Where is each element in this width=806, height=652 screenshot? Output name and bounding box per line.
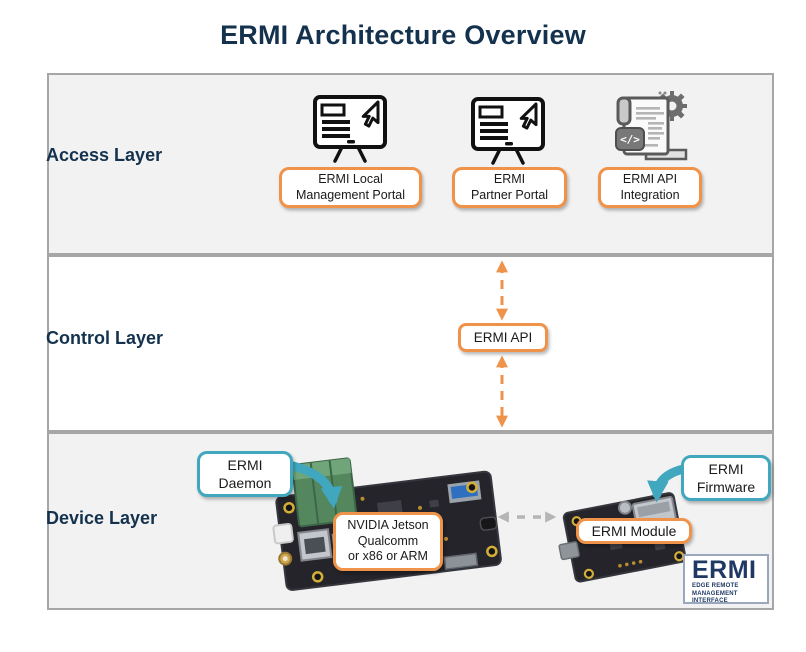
api-document-gear-icon: </> <box>615 91 688 161</box>
ermi-logo-tagline-1: EDGE REMOTE <box>692 583 739 589</box>
ermi-logo-wordmark: ERMI <box>692 556 757 584</box>
control-layer-band <box>47 255 774 432</box>
code-badge-glyph: </> <box>620 133 640 146</box>
ermi-api-box: ERMI API <box>458 323 548 352</box>
ermi-api-integration-box: ERMI API Integration <box>598 167 702 209</box>
ermi-module-box: ERMI Module <box>576 518 692 544</box>
control-layer-label: Control Layer <box>46 328 164 348</box>
host-platform-box: NVIDIA Jetson Qualcomm or x86 or ARM <box>333 512 443 571</box>
ermi-local-management-portal-box: ERMI Local Management Portal <box>279 167 422 209</box>
ermi-logo: ERMI EDGE REMOTE MANAGEMENT INTERFACE <box>683 554 769 604</box>
ermi-logo-tagline-2: MANAGEMENT INTERFACE <box>692 590 738 605</box>
monitor-cursor-icon <box>471 97 545 165</box>
ermi-daemon-box: ERMI Daemon <box>197 451 293 498</box>
device-layer-label: Device Layer <box>46 508 158 528</box>
monitor-cursor-icon <box>313 95 387 163</box>
page-title: ERMI Architecture Overview <box>220 20 586 50</box>
access-layer-label: Access Layer <box>46 145 163 165</box>
ermi-partner-portal-box: ERMI Partner Portal <box>452 167 567 209</box>
ermi-firmware-box: ERMI Firmware <box>681 455 771 502</box>
